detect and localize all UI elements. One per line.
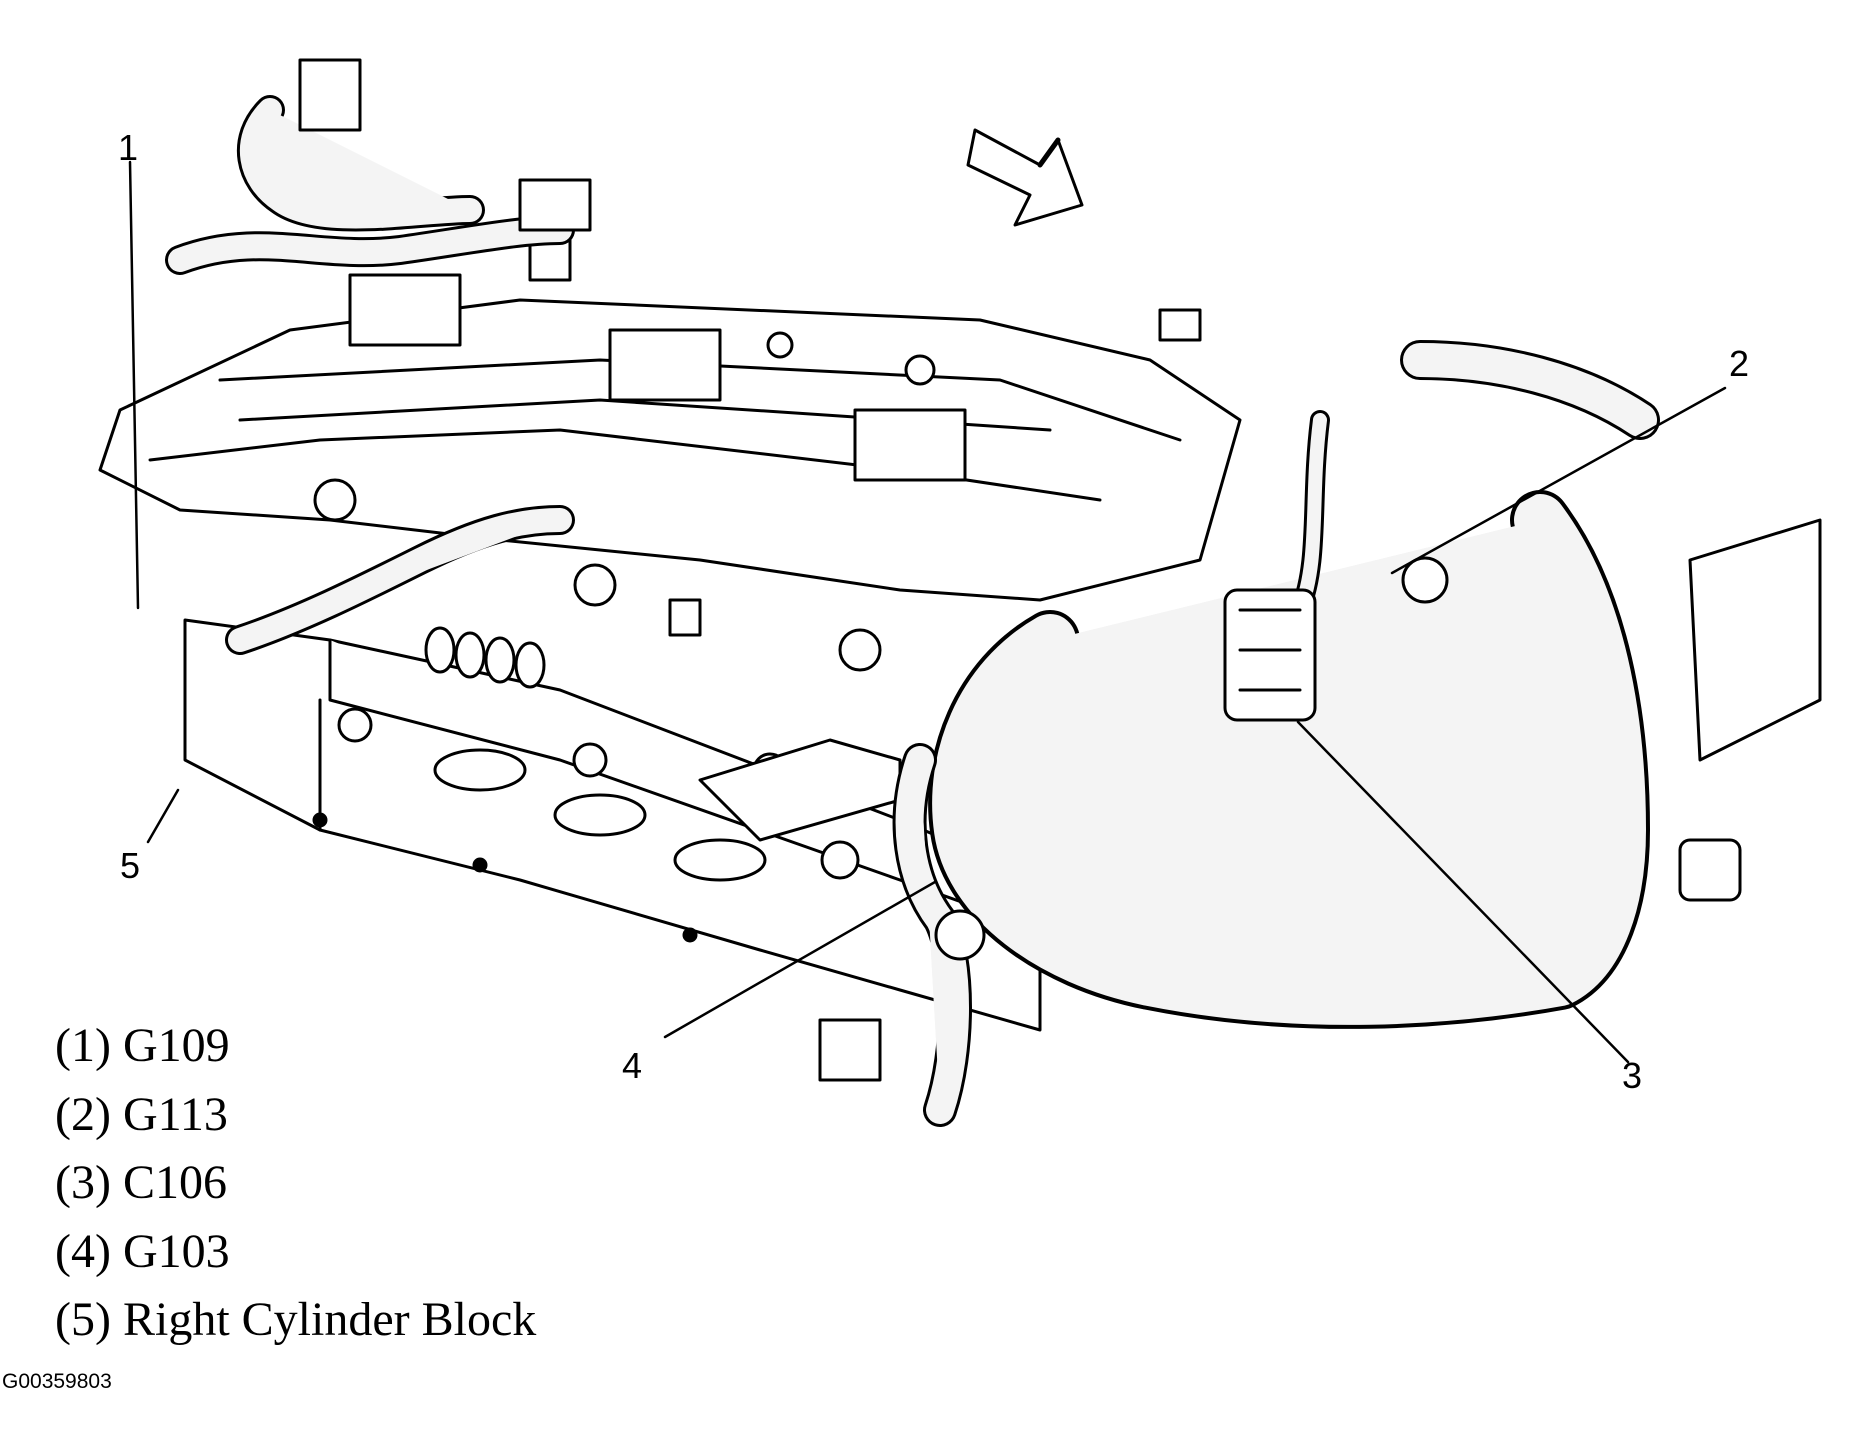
wiring-harness [165,95,1660,1127]
legend: (1) G109 (2) G113 (3) C106 (4) G103 (5) … [55,1012,536,1355]
direction-arrow-icon [966,128,1084,227]
cylinder-block [183,618,1042,1032]
leader-lines [128,160,1727,1064]
callout-4: 4 [622,1045,643,1086]
leader-line-5 [146,788,180,844]
leader-line-1 [128,160,140,610]
legend-item-4: (4) G103 [55,1224,230,1278]
leader-line-2 [1390,386,1727,575]
legend-item-2: (2) G113 [55,1087,228,1141]
leader-line-4 [663,880,937,1039]
callout-1: 1 [118,127,139,168]
callout-2: 2 [1729,343,1750,384]
valve-cover [98,238,1242,712]
callout-5: 5 [120,845,141,886]
leader-line-3 [1296,720,1630,1064]
legend-item-3: (3) C106 [55,1156,227,1209]
legend-item-5: (5) Right Cylinder Block [55,1293,537,1346]
figure-id: G00359803 [2,1370,112,1393]
connectors [298,58,1822,1082]
callout-3: 3 [1622,1055,1643,1096]
legend-item-1: (1) G109 [55,1019,230,1072]
